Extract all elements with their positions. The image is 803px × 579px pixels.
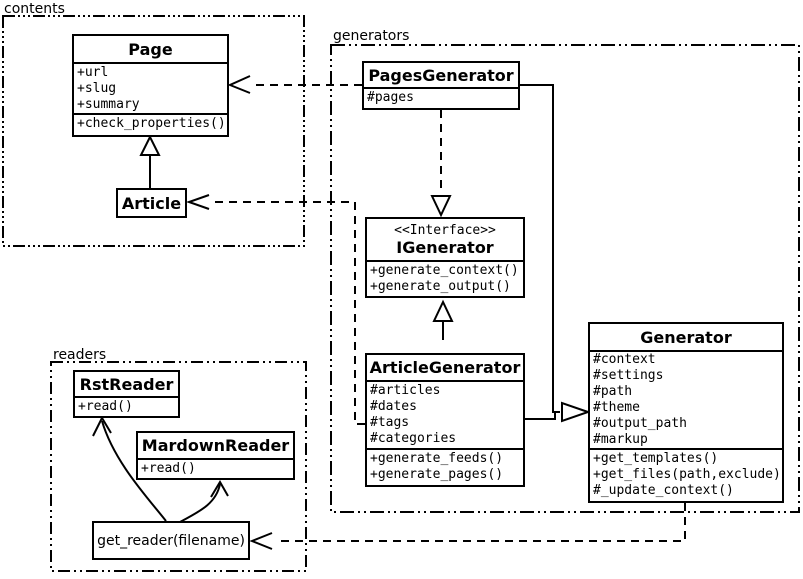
class-mardownreader: MardownReader +read() <box>136 431 295 480</box>
class-article: Article <box>116 188 187 218</box>
class-attributes-page: +url +slug +summary <box>74 64 227 115</box>
open-arrowhead-getreader <box>249 532 273 550</box>
package-border-readers <box>50 361 307 572</box>
class-name-article: Article <box>121 193 182 213</box>
edge-articlegenerator-depends-article <box>214 201 365 425</box>
method: +get_templates() <box>593 451 719 466</box>
class-name-mardownreader: MardownReader <box>138 433 293 460</box>
method: +check_properties() <box>77 116 226 131</box>
class-attributes-articlegenerator: #articles #dates #tags #categories <box>367 382 523 450</box>
class-name-igenerator: <<Interface>> IGenerator <box>367 219 523 262</box>
class-attributes-generator: #context #settings #path #theme #output_… <box>590 352 782 450</box>
method: +get_files(path,exclude) <box>593 467 781 482</box>
package-label-readers: readers <box>53 347 107 363</box>
attribute: #markup <box>593 432 648 447</box>
class-name-pagesgenerator: PagesGenerator <box>364 63 518 89</box>
attribute: #path <box>593 384 633 399</box>
class-articlegenerator: ArticleGenerator #articles #dates #tags … <box>365 353 525 487</box>
method: +generate_feeds() <box>370 451 504 466</box>
class-name-articlegenerator: ArticleGenerator <box>367 355 523 382</box>
method: +generate_output() <box>370 279 511 294</box>
class-methods-page: +check_properties() <box>74 115 227 135</box>
class-name-rstreader: RstReader <box>75 372 178 398</box>
package-border-generators <box>330 44 800 513</box>
realization-triangle-igenerator-bottom <box>432 299 454 322</box>
package-border-contents <box>2 15 305 247</box>
function-node-get-reader: get_reader(filename) <box>92 521 250 560</box>
class-attributes-pagesgenerator: #pages <box>364 89 518 108</box>
class-rstreader: RstReader +read() <box>73 370 180 418</box>
edge-getreader-to-rstreader <box>101 420 167 522</box>
attribute: #articles <box>370 383 441 398</box>
class-methods-mardownreader: +read() <box>138 460 293 478</box>
inheritance-triangle-page <box>139 134 161 156</box>
package-label-contents: contents <box>4 1 65 17</box>
method: +read() <box>78 399 133 414</box>
edge-pagesgenerator-inherits-generator <box>520 84 560 413</box>
class-methods-generator: +get_templates() +get_files(path,exclude… <box>590 450 782 501</box>
class-name-generator: Generator <box>590 324 782 352</box>
open-arrowhead-mardownreader <box>210 480 229 498</box>
attribute: #context <box>593 352 656 367</box>
edge-articlegenerator-inherits-generator <box>525 412 556 420</box>
class-igenerator: <<Interface>> IGenerator +generate_conte… <box>365 217 525 298</box>
edge-getreader-to-mardownreader <box>179 483 221 523</box>
attribute: #theme <box>593 400 640 415</box>
class-methods-rstreader: +read() <box>75 398 178 416</box>
class-methods-igenerator: +generate_context() +generate_output() <box>367 262 523 296</box>
attribute: #output_path <box>593 416 687 431</box>
open-arrowhead-page <box>227 75 251 94</box>
inheritance-triangle-generator <box>561 401 592 423</box>
method: +generate_context() <box>370 263 519 278</box>
edge-generator-depends-getreader <box>276 503 686 542</box>
class-name-page: Page <box>74 36 227 64</box>
class-pagesgenerator: PagesGenerator #pages <box>362 61 520 110</box>
class-generator: Generator #context #settings #path #them… <box>588 322 784 503</box>
class-page: Page +url +slug +summary +check_properti… <box>72 34 229 137</box>
class-name-text: IGenerator <box>396 237 494 257</box>
open-arrowhead-rstreader <box>92 415 112 437</box>
attribute: #tags <box>370 415 410 430</box>
realization-triangle-igenerator-top <box>430 195 452 218</box>
package-label-generators: generators <box>333 28 410 44</box>
attribute: #settings <box>593 368 664 383</box>
class-methods-articlegenerator: +generate_feeds() +generate_pages() <box>367 450 523 485</box>
attribute: +slug <box>77 81 117 96</box>
attribute: #dates <box>370 399 417 414</box>
attribute: +url <box>77 65 109 80</box>
open-arrowhead-article <box>185 194 210 210</box>
attribute: +summary <box>77 97 140 112</box>
method: +read() <box>141 461 196 476</box>
class-stereotype: <<Interface>> <box>394 222 496 238</box>
attribute: #pages <box>367 90 414 105</box>
attribute: #categories <box>370 431 457 446</box>
method: #_update_context() <box>593 483 734 498</box>
method: +generate_pages() <box>370 467 504 482</box>
